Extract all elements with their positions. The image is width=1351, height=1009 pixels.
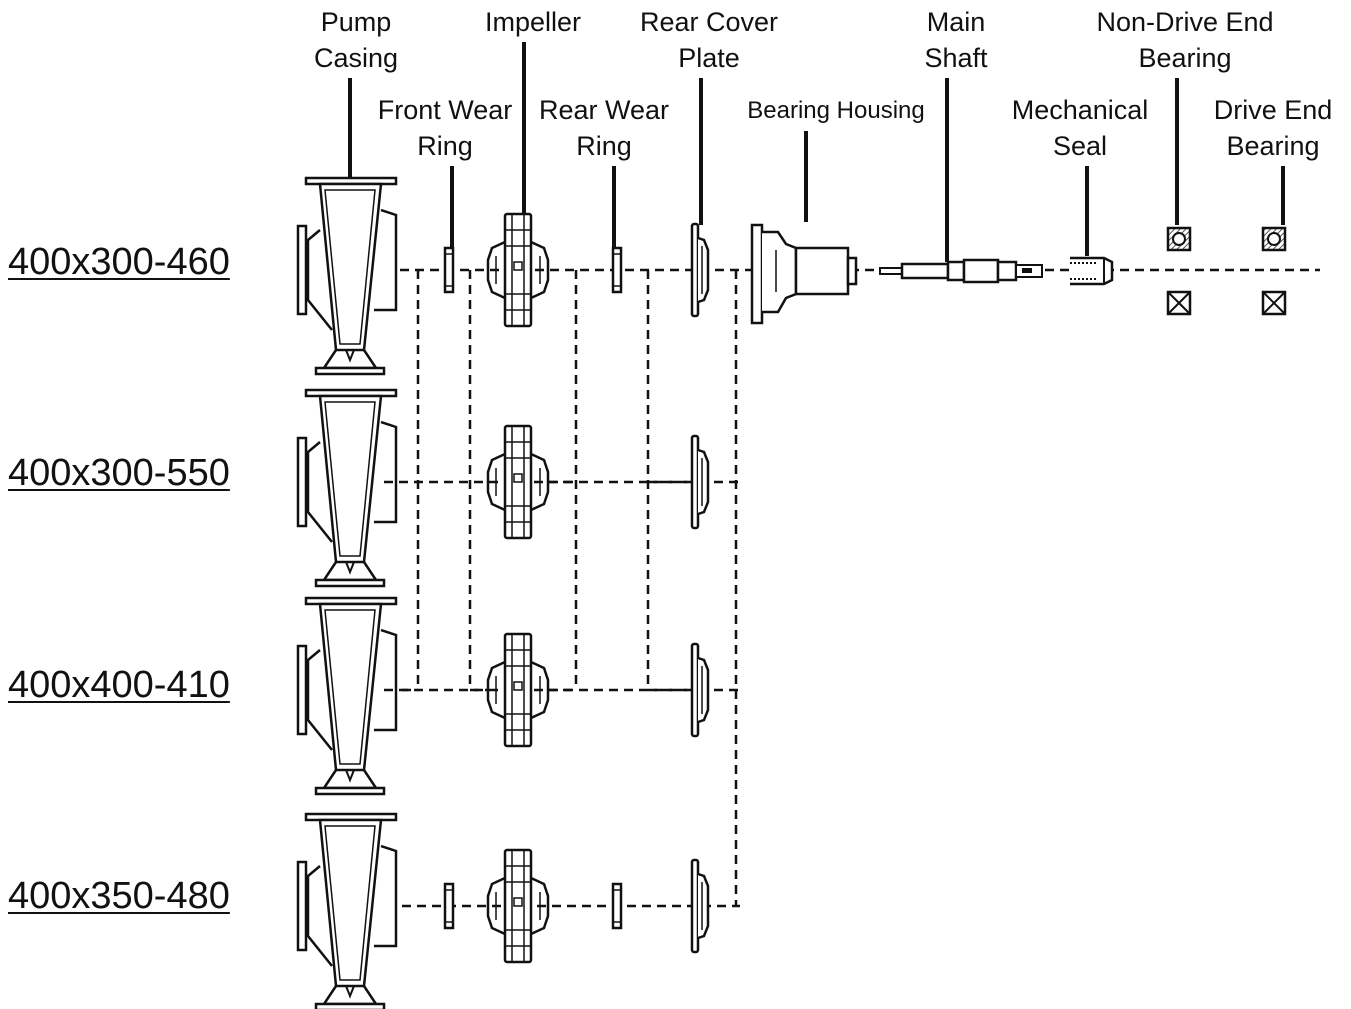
model-label-400x300-460: 400x300-460 xyxy=(8,241,230,283)
rear-cover-plate xyxy=(690,858,710,954)
label-impeller: Impeller xyxy=(484,7,582,37)
pump-casing xyxy=(296,596,398,796)
main-shaft xyxy=(879,258,1043,284)
front-wear-ring xyxy=(443,246,455,294)
label-bearing-housing: Bearing Housing xyxy=(747,97,925,124)
front-wear-ring xyxy=(443,882,455,930)
non-drive-end-bearing xyxy=(1166,226,1192,316)
rear-cover-plate xyxy=(690,642,710,738)
mechanical-seal xyxy=(1070,256,1114,286)
rear-cover-plate xyxy=(690,222,710,318)
model-label-400x400-410: 400x400-410 xyxy=(8,664,230,706)
model-label-400x300-550: 400x300-550 xyxy=(8,452,230,494)
drive-end-bearing xyxy=(1261,226,1287,316)
rear-cover-plate xyxy=(690,434,710,530)
pump-casing xyxy=(296,388,398,588)
bearing-housing xyxy=(750,223,858,325)
rear-wear-ring xyxy=(611,246,623,294)
model-label-400x350-480: 400x350-480 xyxy=(8,875,230,917)
rear-wear-ring xyxy=(611,882,623,930)
pump-casing xyxy=(296,812,398,1009)
pump-casing xyxy=(296,176,398,376)
